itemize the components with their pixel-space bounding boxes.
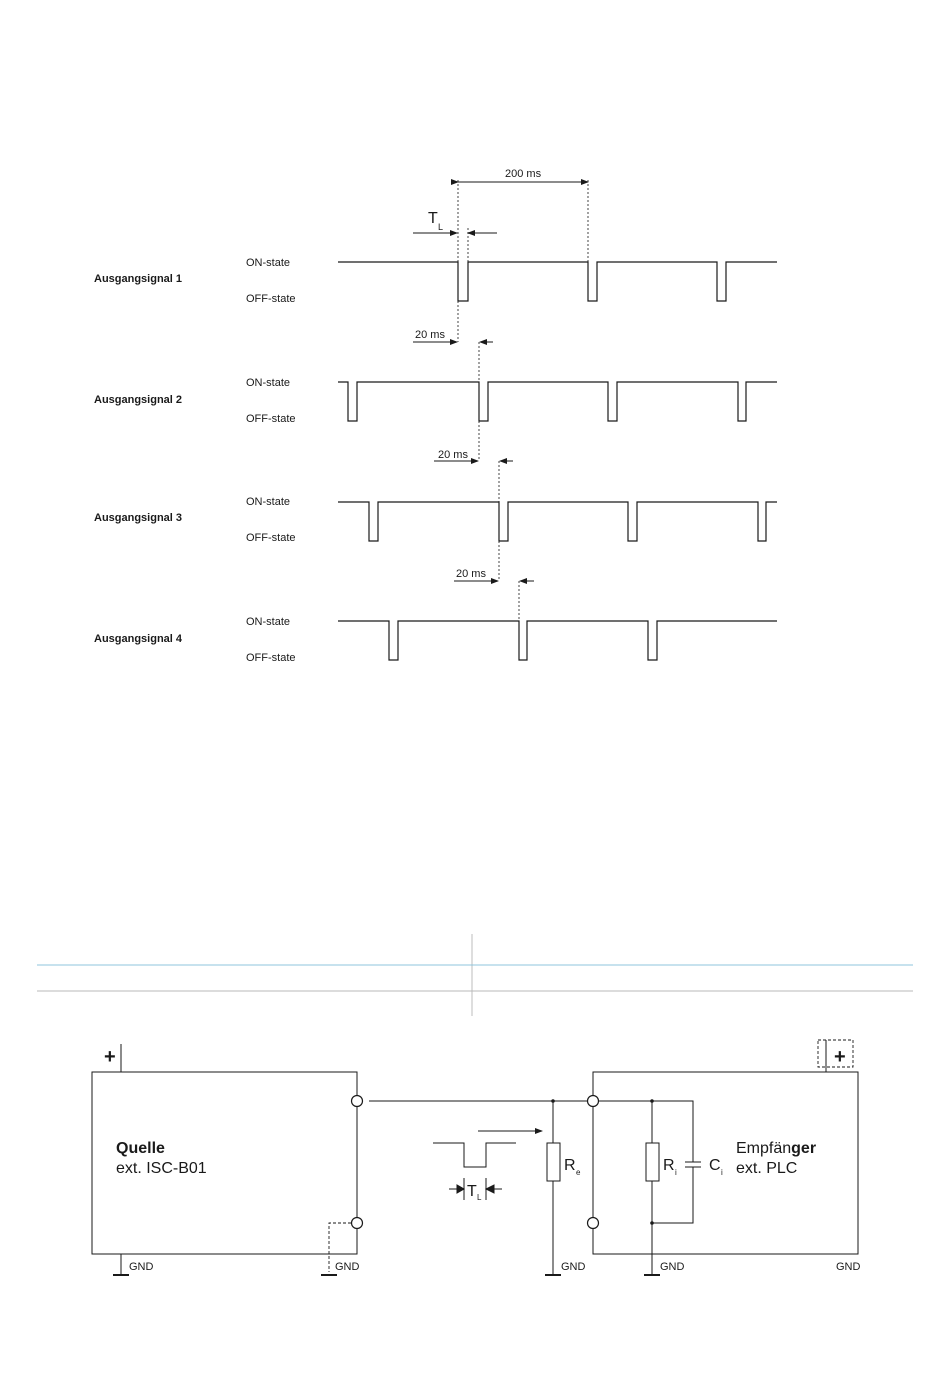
receiver-title: Empfänger — [736, 1140, 816, 1157]
offset-3-label: 20 ms — [456, 568, 486, 580]
receiver-ground-terminal — [588, 1218, 599, 1229]
receiver-subtitle: ext. PLC — [736, 1160, 797, 1177]
tl-measurement: T L — [413, 210, 497, 262]
ri-subscript: i — [675, 1168, 677, 1177]
pulse-width-arrow-right — [486, 1185, 502, 1193]
offset-1: 20 ms — [413, 301, 493, 382]
pulse-illustration: T L — [433, 1131, 542, 1202]
source-plus-symbol: + — [104, 1046, 116, 1068]
receiver-box — [593, 1072, 858, 1254]
timing-diagram: 200 ms T L Ausgangsignal 1 ON-state OFF-… — [0, 0, 950, 720]
offset-3: 20 ms — [454, 541, 534, 621]
tl-label: T — [428, 210, 438, 227]
signal-4-name: Ausgangsignal 4 — [94, 633, 183, 645]
table-grid — [0, 930, 950, 1020]
re-resistor: R e GND — [545, 1101, 586, 1275]
signal-3-on-label: ON-state — [246, 496, 290, 508]
ri-body — [646, 1143, 659, 1181]
signal-4-waveform — [338, 621, 777, 660]
signal-2-on-label: ON-state — [246, 377, 290, 389]
circuit-diagram: + Quelle ext. ISC-B01 GND GND T L R e GN… — [0, 1030, 950, 1310]
re-subscript: e — [576, 1168, 581, 1177]
signal-3: Ausgangsignal 3 ON-state OFF-state — [94, 496, 777, 544]
signal-2-name: Ausgangsignal 2 — [94, 394, 182, 406]
period-label: 200 ms — [505, 168, 542, 180]
offset-2-label: 20 ms — [438, 449, 468, 461]
signal-3-name: Ausgangsignal 3 — [94, 512, 182, 524]
signal-4-on-label: ON-state — [246, 616, 290, 628]
tl-subscript: L — [438, 222, 443, 232]
ri-label: R — [663, 1157, 675, 1174]
offset-1-label: 20 ms — [415, 329, 445, 341]
gnd-label-5: GND — [836, 1261, 861, 1273]
source-subtitle: ext. ISC-B01 — [116, 1160, 207, 1177]
period-measurement: 200 ms — [458, 168, 588, 262]
offset-2: 20 ms — [434, 421, 513, 502]
receiver-plus-symbol: + — [834, 1046, 846, 1068]
signal-2-off-label: OFF-state — [246, 413, 296, 425]
pulse-tl-subscript: L — [477, 1193, 482, 1202]
rc-bottom-junction — [650, 1221, 654, 1225]
signal-1-on-label: ON-state — [246, 257, 290, 269]
signal-4: Ausgangsignal 4 ON-state OFF-state — [94, 616, 777, 664]
pulse-waveform — [433, 1143, 516, 1167]
gnd-label-4: GND — [660, 1261, 685, 1273]
ci-label: C — [709, 1157, 721, 1174]
signal-1-name: Ausgangsignal 1 — [94, 273, 182, 285]
receiver-title-normal: Empfän — [736, 1140, 791, 1157]
rc-top-wire — [599, 1101, 693, 1134]
signal-1-off-label: OFF-state — [246, 293, 296, 305]
source-title: Quelle — [116, 1140, 165, 1157]
signal-3-off-label: OFF-state — [246, 532, 296, 544]
source-output-terminal — [352, 1096, 363, 1107]
gnd-label-3: GND — [561, 1261, 586, 1273]
source-ground-terminal — [352, 1218, 363, 1229]
signal-2-waveform — [338, 382, 777, 421]
signal-1: Ausgangsignal 1 ON-state OFF-state — [94, 257, 777, 305]
ci-subscript: i — [721, 1168, 723, 1177]
signal-1-waveform — [338, 262, 777, 301]
gnd-label-1: GND — [129, 1261, 154, 1273]
receiver-title-bold: ger — [791, 1140, 816, 1157]
re-body — [547, 1143, 560, 1181]
source-block: + Quelle ext. ISC-B01 GND GND — [92, 1044, 363, 1275]
signal-4-off-label: OFF-state — [246, 652, 296, 664]
pulse-tl-label: T — [467, 1183, 477, 1200]
receiver-block: + R i C i Empfänger ext. PLC GND GND — [588, 1040, 861, 1275]
receiver-input-terminal — [588, 1096, 599, 1107]
pulse-width-arrow-left — [449, 1185, 464, 1193]
re-label: R — [564, 1157, 576, 1174]
signal-2: Ausgangsignal 2 ON-state OFF-state — [94, 377, 777, 425]
signal-3-waveform — [338, 502, 777, 541]
gnd-label-2: GND — [335, 1261, 360, 1273]
